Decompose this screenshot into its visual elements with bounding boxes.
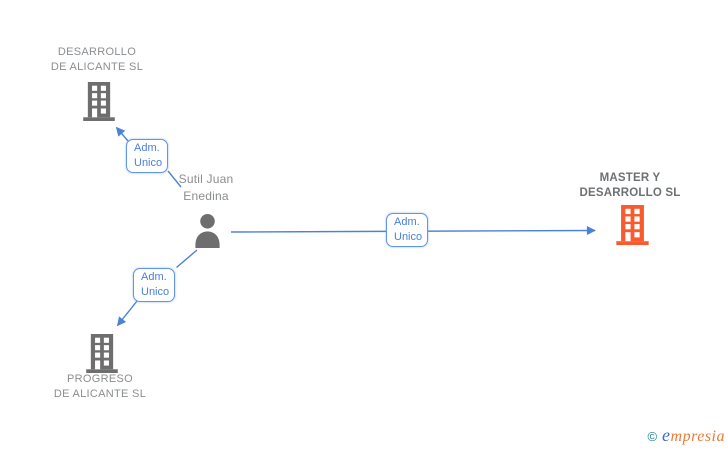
building-icon[interactable] [83,82,115,121]
relationship-box-adm-unico-2: Adm. Unico [386,213,428,247]
link-person-to-box1 [167,170,182,188]
relationship-2-label-line1: Adm. [394,216,420,228]
building-icon[interactable] [86,334,118,373]
person-label[interactable]: Sutil Juan Enedina [136,171,276,205]
company-2-name-line1: MASTER Y [599,172,661,184]
relationship-1-label-line1: Adm. [134,142,160,154]
empresia-watermark: © empresia [647,425,725,446]
company-2-name-line2: DESARROLLO SL [579,187,681,199]
logo-rest: mpresia [670,428,725,445]
relationship-2-label-line2: Unico [394,231,423,243]
empresia-logo: empresia [662,425,725,446]
company-2-label[interactable]: MASTER Y DESARROLLO SL [560,171,700,201]
relationship-box-adm-unico-3: Adm. Unico [133,268,175,302]
link-person-to-box3 [176,249,198,269]
company-3-name-line2: DE ALICANTE SL [53,388,147,400]
company-1-name-line2: DE ALICANTE SL [50,61,144,73]
building-icon-highlighted[interactable] [616,205,649,245]
person-name-line2: Enedina [183,189,229,203]
link-box1-to-company1 [115,126,129,142]
link-box3-to-company3 [116,300,138,327]
company-3-name-line1: PROGRESO [67,373,133,385]
copyright-icon: © [647,429,658,444]
person-name-line1: Sutil Juan [178,172,234,186]
logo-initial: e [662,425,671,445]
relationship-1-label-line2: Unico [134,157,163,169]
person-icon[interactable] [192,213,223,248]
relationship-3-label-line1: Adm. [141,271,167,283]
company-3-label[interactable]: PROGRESO DE ALICANTE SL [30,372,170,402]
relationship-box-adm-unico-1: Adm. Unico [126,139,168,173]
company-1-name-line1: DESARROLLO [57,46,137,58]
company-1-label[interactable]: DESARROLLO DE ALICANTE SL [27,45,167,75]
relationship-3-label-line2: Unico [141,286,170,298]
